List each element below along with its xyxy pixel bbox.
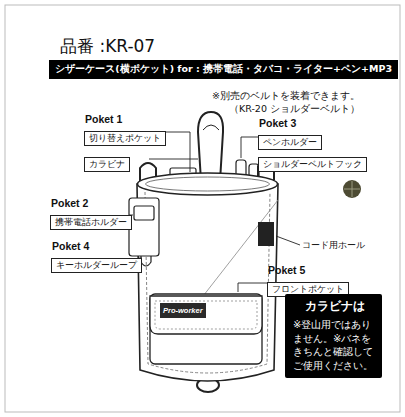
warning-text: ※登山用ではありません。※バネをきちんと確認してご使用ください。 bbox=[293, 318, 376, 372]
logo-text: Pro-worker bbox=[163, 306, 203, 315]
front-pocket bbox=[150, 294, 262, 364]
illustration-stroke bbox=[5, 5, 400, 412]
callout-number: Poket 3 bbox=[259, 117, 322, 129]
illustration-stroke bbox=[160, 303, 206, 318]
illustration-stroke bbox=[155, 301, 257, 329]
illustration-stroke bbox=[146, 177, 270, 191]
callout-number: Poket 1 bbox=[85, 113, 166, 125]
label-box: カラビナ bbox=[84, 152, 130, 172]
part-name: ペンホルダー bbox=[258, 135, 322, 150]
illustration-stroke bbox=[129, 198, 159, 256]
illustration-stroke bbox=[238, 283, 267, 292]
case-opening bbox=[138, 173, 278, 195]
part-name: コード用ホール bbox=[302, 240, 365, 251]
part-name: キーホルダーループ bbox=[51, 258, 142, 273]
label-box: Poket 1 切り替えポケット bbox=[84, 113, 166, 146]
warning-box: カラビナは ※登山用ではありません。※バネをきちんと確認してご使用ください。 bbox=[285, 294, 382, 378]
part-name: 携帯電話ホルダー bbox=[50, 215, 132, 230]
illustration-stroke bbox=[141, 256, 151, 266]
label-box: Poket 2 携帯電話ホルダー bbox=[50, 197, 132, 230]
phone-holder bbox=[129, 198, 159, 266]
note-text: ※別売のベルトを装着できます。 bbox=[212, 90, 360, 101]
illustration-stroke bbox=[276, 236, 300, 245]
callout-number: Poket 5 bbox=[268, 264, 349, 276]
label-box: Poket 3 ペンホルダー bbox=[258, 117, 322, 150]
illustration-stroke bbox=[149, 159, 198, 160]
label-box: Poket 4 キーホルダーループ bbox=[51, 240, 142, 273]
part-name: 切り替えポケット bbox=[84, 131, 166, 146]
part-name: ショルダーベルトフック bbox=[258, 157, 367, 172]
illustration-stroke bbox=[150, 296, 262, 334]
part-number-title: 品番 :KR-07 bbox=[60, 36, 155, 56]
label-box: Poket 5フロントポケット bbox=[267, 264, 349, 297]
illustration-stroke bbox=[203, 125, 219, 130]
illustration-stroke bbox=[150, 294, 262, 364]
illustration-stroke bbox=[134, 206, 154, 220]
title-band: シザーケース(横ポケット) for : 携帯電話・タバコ・ライター+ペン+MP3 bbox=[49, 60, 398, 79]
part-name: カラビナ bbox=[84, 157, 130, 172]
band-text: シザーケース(横ポケット) for : 携帯電話・タバコ・ライター+ペン+MP3 bbox=[55, 63, 392, 76]
callout-number: Poket 2 bbox=[51, 197, 132, 209]
callout-number: Poket 4 bbox=[52, 240, 142, 252]
stitch bbox=[145, 192, 270, 373]
label-box: ショルダーベルトフック bbox=[258, 152, 367, 172]
illustration-stroke bbox=[343, 180, 361, 198]
illustration-stroke bbox=[241, 137, 258, 158]
warning-heading: カラビナは bbox=[293, 298, 376, 315]
round-badge bbox=[343, 180, 361, 198]
cord-hole bbox=[258, 222, 274, 246]
illustration-stroke bbox=[166, 132, 190, 172]
note-text: （KR-20 ショルダーベルト） bbox=[229, 103, 360, 114]
illustration-stroke bbox=[344, 181, 360, 197]
